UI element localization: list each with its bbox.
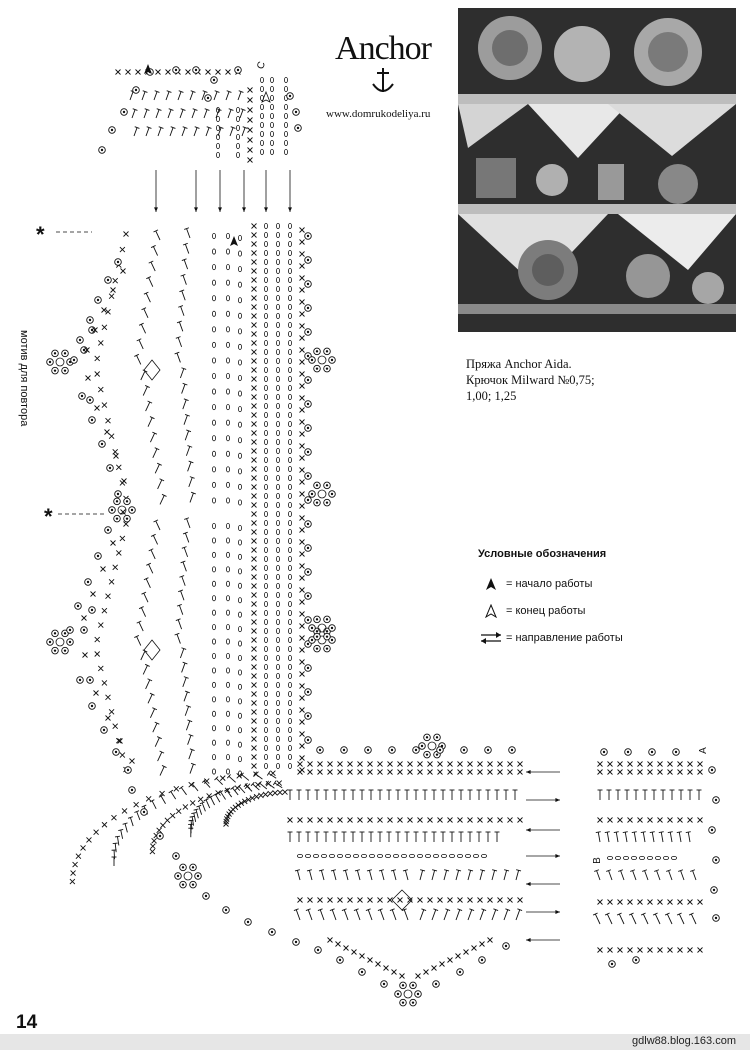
filled-triangle-icon	[478, 577, 504, 591]
legend-item-end: = конец работы	[478, 601, 623, 621]
page-number: 14	[16, 1012, 38, 1033]
legend-label-end: = конец работы	[506, 605, 586, 617]
hollow-triangle-icon	[478, 604, 504, 618]
double-arrow-icon	[478, 631, 504, 645]
brand-name: Anchor	[335, 30, 432, 67]
legend-title: Условные обозначения	[478, 548, 607, 560]
footer-bar: gdlw88.blog.163.com	[0, 1034, 750, 1050]
legend-label-direction: = направление работы	[506, 632, 623, 644]
anchor-icon	[372, 68, 394, 92]
diagram-letter-a: A	[697, 747, 709, 754]
hook-sizes-line: 1,00; 1,25	[466, 389, 517, 403]
doily-photo	[458, 8, 736, 332]
repeat-star-top: *	[36, 222, 45, 247]
legend-item-direction: = направление работы	[478, 628, 623, 648]
yarn-line: Пряжа Anchor Aida.	[466, 357, 572, 371]
hook-line: Крючок Milward №0,75;	[466, 373, 595, 387]
footer-watermark: gdlw88.blog.163.com	[632, 1035, 736, 1047]
legend-label-start: = начало работы	[506, 578, 593, 590]
legend-item-start: = начало работы	[478, 574, 623, 594]
diagram-letter-b: B	[591, 857, 603, 864]
materials-info: Пряжа Anchor Aida. Крючок Milward №0,75;…	[466, 356, 595, 404]
website-url: www.domrukodeliya.ru	[326, 108, 431, 120]
repeat-star-bottom: *	[44, 504, 53, 529]
anchor-logo: Anchor	[328, 32, 438, 96]
legend: Условные обозначения = начало работы = к…	[478, 548, 623, 655]
